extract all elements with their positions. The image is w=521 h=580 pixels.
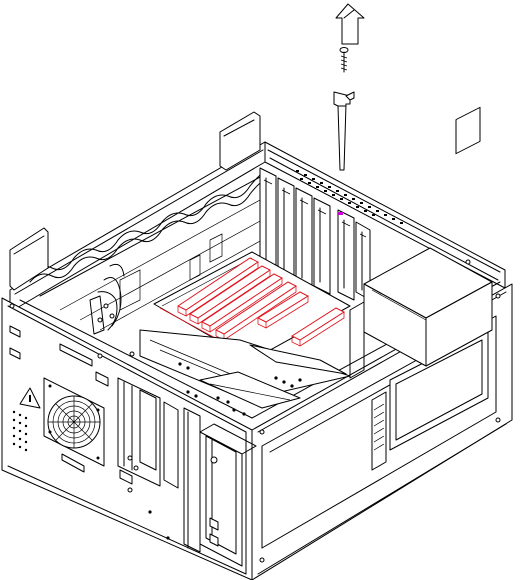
expansion-slot-bracket [333, 91, 355, 171]
front-vent-dots [12, 410, 28, 452]
front-drive-bays [117, 377, 201, 553]
power-supply [349, 247, 493, 379]
fan-grille-icon [47, 395, 101, 449]
side-label [455, 106, 481, 155]
chassis-right-side [251, 106, 513, 580]
chassis-screws [9, 293, 501, 563]
bay-screws [178, 362, 302, 416]
cooling-fan [43, 377, 105, 467]
slot-indicator [338, 212, 343, 215]
internal-cables [89, 263, 125, 335]
front-panel-details [9, 325, 135, 485]
cover-hinge-tabs [9, 111, 261, 291]
screw-icon [339, 47, 349, 73]
pci-slots-highlighted [159, 257, 346, 347]
rear-panel [264, 141, 506, 289]
cd-rom-drive [199, 423, 257, 567]
up-arrow-icon [335, 3, 365, 45]
drive-bays [139, 329, 351, 416]
rear-vent-holes [296, 170, 403, 224]
